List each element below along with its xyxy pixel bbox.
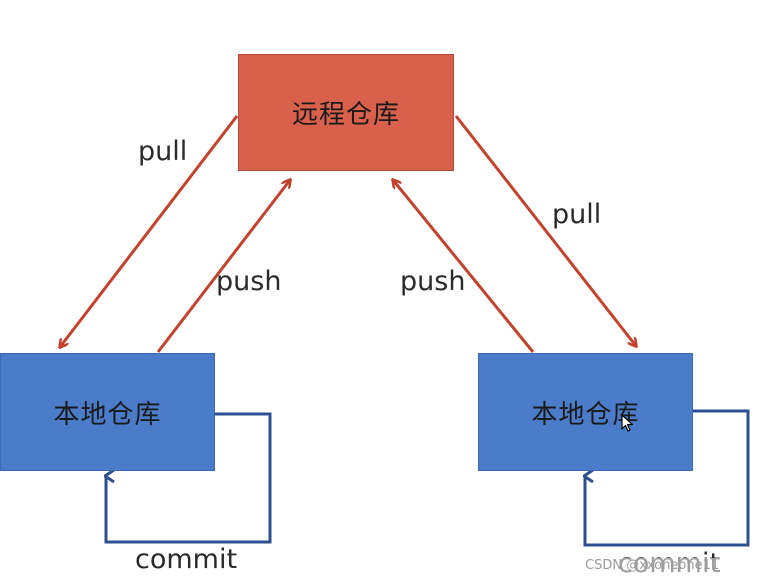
remote-repository-node: 远程仓库 xyxy=(238,54,454,171)
local-repository-right-label: 本地仓库 xyxy=(531,399,640,430)
commit-left-label: commit xyxy=(135,544,238,575)
watermark: CSDN @xxoneone11 xyxy=(585,558,720,573)
pull-right-label: pull xyxy=(552,199,602,230)
local-repository-left-node: 本地仓库 xyxy=(0,353,215,471)
mouse-pointer-icon xyxy=(621,414,634,432)
push-right-label: push xyxy=(400,266,466,297)
pull-left-label: pull xyxy=(138,136,188,167)
push-left-label: push xyxy=(216,266,282,297)
pull-right-arrow xyxy=(454,115,636,346)
local-repository-right-node: 本地仓库 xyxy=(478,353,693,471)
local-repository-left-label: 本地仓库 xyxy=(53,399,162,430)
remote-repository-label: 远程仓库 xyxy=(291,100,400,130)
